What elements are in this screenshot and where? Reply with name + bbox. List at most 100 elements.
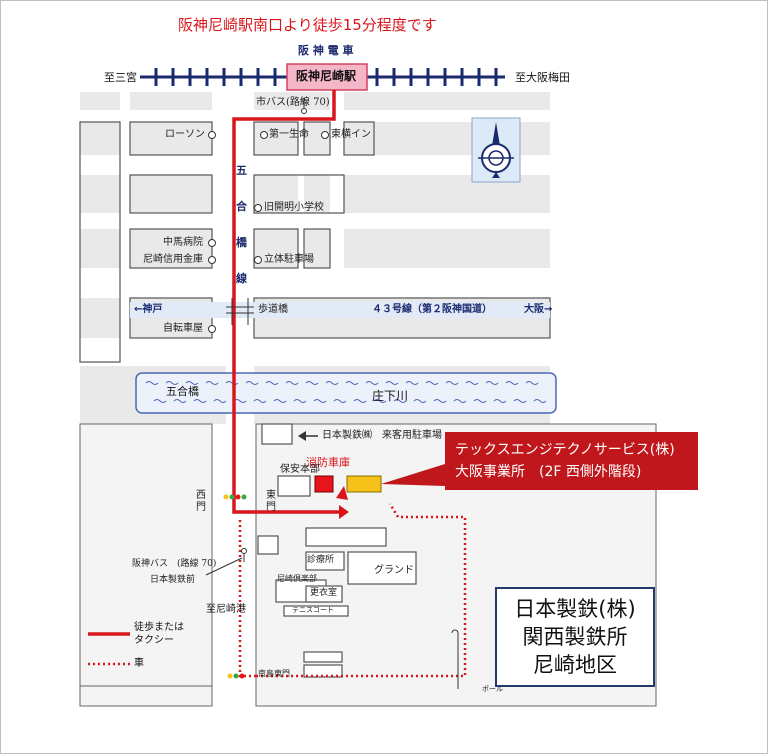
railway-ties	[154, 68, 498, 86]
river-waves	[145, 381, 547, 403]
river-wave	[313, 399, 327, 403]
destination-callout: テックスエンジテクノサービス(株) 大阪事業所 (2F 西側外階段)	[445, 432, 698, 490]
river-wave	[413, 399, 427, 403]
south-east-gate-label: 南島東門	[258, 669, 290, 678]
road-h-2	[80, 155, 550, 175]
road-h-4	[80, 268, 550, 298]
shinkin-bank-label: 尼崎信用金庫	[143, 254, 203, 265]
pole-label: ポール	[482, 685, 503, 693]
river-wave	[445, 381, 459, 385]
road-v-4	[298, 122, 304, 272]
river-wave	[225, 381, 239, 385]
club-label: 尼崎倶楽部	[277, 574, 317, 583]
river	[135, 372, 557, 414]
traffic-signal-icon	[227, 673, 245, 679]
office-marker	[346, 475, 382, 493]
old-school-label: 旧開明小学校	[264, 202, 324, 213]
road-v-5	[330, 92, 344, 274]
daiichi-seimei-label: 第一生命	[269, 129, 309, 140]
river-wave	[185, 381, 199, 385]
site-west	[79, 423, 213, 699]
to-amagasaki-port-label: 至尼崎港	[206, 604, 246, 615]
river-wave	[273, 399, 287, 403]
gogobashi-line-char-3: 橋	[236, 236, 247, 249]
headline: 阪神尼崎駅南口より徒歩15分程度です	[178, 16, 437, 34]
parking-label: 立体駐車場	[264, 254, 314, 265]
guard-house-label: 保安本部	[280, 464, 320, 475]
walking-route-arrow-up	[336, 486, 348, 500]
river-label: 庄下川	[372, 389, 409, 403]
route43-west-label: ←神戸	[134, 304, 163, 315]
river-wave	[433, 399, 447, 403]
bus-stop-name-label: 日本製鉄前	[150, 575, 196, 585]
east-gate-label: 東門	[266, 490, 276, 513]
walking-route	[232, 90, 339, 514]
river-wave	[525, 381, 539, 385]
bus-stop-bottom-label: 阪神バス (路線 70)	[132, 559, 217, 569]
railway-line-name: 阪 神 電 車	[298, 44, 354, 57]
river-wave	[533, 399, 547, 403]
bus-stop-pin-top	[301, 98, 307, 114]
road-v-2	[212, 92, 226, 362]
river-wave	[293, 399, 307, 403]
river-wave	[145, 381, 159, 385]
station-box	[286, 63, 368, 91]
river-wave	[213, 399, 227, 403]
gogobashi-bridge-label: 五合橋	[166, 385, 199, 398]
river-wave	[325, 381, 339, 385]
station-label: 阪神尼崎駅	[296, 69, 357, 83]
bike-shop-label: 自転車屋	[163, 323, 203, 334]
site-buildings	[257, 423, 417, 678]
site-name-line-3: 尼崎地区	[533, 653, 617, 677]
nakajima-hospital-label: 中馬病院	[163, 237, 203, 248]
callout-pointer	[381, 464, 445, 486]
river-wave	[265, 381, 279, 385]
gogobashi-line-char-2: 合	[236, 200, 247, 213]
road-h-1	[80, 110, 550, 122]
site-name-line-2: 関西製鉄所	[522, 625, 628, 649]
road-v-gogobashi	[226, 92, 254, 424]
bus-stop-pin-bottom	[205, 548, 247, 576]
river-wave	[205, 381, 219, 385]
car-route-east	[256, 503, 467, 678]
route43-east-label: 大阪→	[524, 304, 553, 315]
river-wave	[173, 399, 187, 403]
river-wave	[353, 399, 367, 403]
site-bottom-left	[79, 685, 213, 707]
river-wave	[305, 381, 319, 385]
direction-east: 至大阪梅田	[515, 71, 570, 84]
route43-name-label: ４３号線（第２阪神国道）	[372, 304, 492, 315]
river-wave	[245, 381, 259, 385]
river-wave	[373, 399, 387, 403]
fire-station-label: 消防車庫	[306, 456, 350, 469]
site-name-box: 日本製鉄(株) 関西製鉄所 尼崎地区	[495, 587, 655, 687]
clinic-label: 診療所	[307, 555, 335, 565]
road-h-5	[80, 338, 550, 366]
legend-car-label: 車	[134, 658, 144, 669]
river-wave	[385, 381, 399, 385]
fire-station-box	[314, 475, 334, 493]
toyoko-inn-label: 東横イン	[331, 129, 371, 140]
river-wave	[405, 381, 419, 385]
lawson-label: ローソン	[165, 129, 205, 140]
river-wave	[393, 399, 407, 403]
river-wave	[465, 381, 479, 385]
river-wave	[453, 399, 467, 403]
ground-label: グランド	[374, 565, 414, 576]
river-wave	[365, 381, 379, 385]
river-wave	[473, 399, 487, 403]
river-wave	[285, 381, 299, 385]
site-name-line-1: 日本製鉄(株)	[514, 597, 636, 621]
traffic-signal-icon	[223, 494, 247, 500]
pole-marker	[451, 629, 459, 689]
legend-walk-label-2: タクシー	[134, 635, 174, 646]
river-wave	[425, 381, 439, 385]
footbridge	[226, 298, 254, 325]
compass-icon	[471, 117, 521, 183]
gogobashi-line-char-1: 五	[236, 164, 247, 177]
river-wave	[153, 399, 167, 403]
river-wave	[513, 399, 527, 403]
legend-walk-label-1: 徒歩または	[134, 622, 184, 633]
